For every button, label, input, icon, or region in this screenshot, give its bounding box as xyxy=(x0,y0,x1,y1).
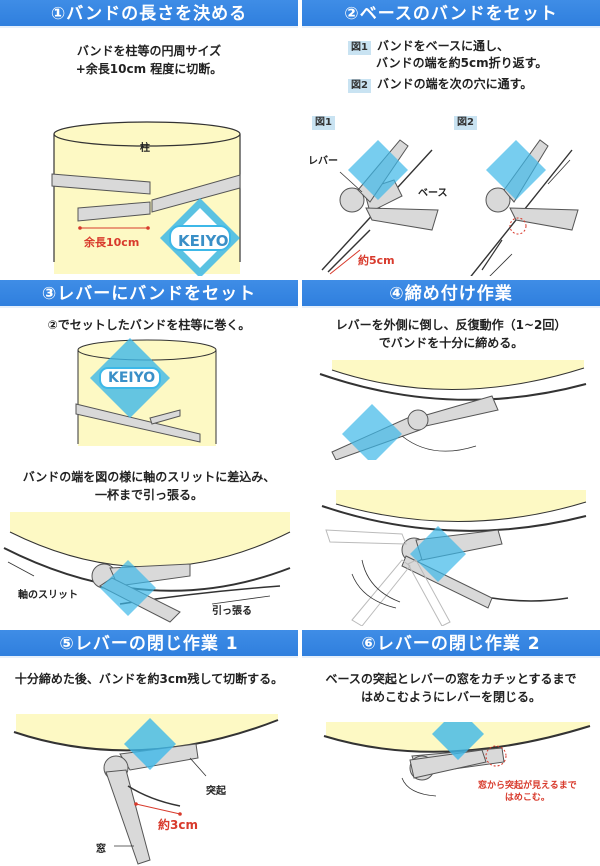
figure-1-tag: 図1 xyxy=(312,116,335,130)
step-2-instructions: 図1 バンドをベースに通し、 バンドの端を約5cm折り返す。 図2 バンドの端を次の… xyxy=(348,38,547,93)
step-4-desc-line-1: レバーを外側に倒し、反復動作（1~2回） xyxy=(335,318,567,332)
step-6-description: ベースの突起とレバーの窓をカチッとするまで はめこむようにレバーを閉じる。 xyxy=(302,670,600,706)
step-4-panel: ④締め付け作業 レバーを外側に倒し、反復動作（1~2回） でバンドを十分に締める… xyxy=(302,280,600,626)
fig1-tag: 図1 xyxy=(348,41,371,55)
fig2-line-1: バンドの端を次の穴に通す。 xyxy=(376,77,533,91)
pull-label: 引っ張る xyxy=(212,606,252,617)
step-3-desc2-line-1: バンドの端を図の様に軸のスリットに差込み、 xyxy=(22,470,276,484)
pillar-wrap-illustration xyxy=(75,338,217,446)
step-5-title: ⑤レバーの閉じ作業 1 xyxy=(0,630,298,658)
step-3-title: ③レバーにバンドをセット xyxy=(0,280,298,308)
lever-label: レバー xyxy=(308,156,338,167)
fold-length-label: 約5cm xyxy=(358,254,395,267)
lever-close-illustration-1 xyxy=(13,714,279,865)
step-4-title: ④締め付け作業 xyxy=(302,280,600,308)
pillar-label: 柱 xyxy=(140,143,150,154)
step-1-desc-line-2: +余長10cm 程度に切断。 xyxy=(75,62,223,76)
keiyo-logo-text: KEIYO xyxy=(178,232,229,250)
slit-label: 軸のスリット xyxy=(18,590,78,601)
step-2-panel: ②ベースのバンドをセット 図1 バンドをベースに通し、 バンドの端を約5cm折り返… xyxy=(302,0,600,276)
step-6-note-line-1: 窓から突起が見えるまで xyxy=(478,781,577,791)
step-6-note-line-2: はめこむ。 xyxy=(504,793,550,803)
step-1-desc-line-1: バンドを柱等の円周サイズ xyxy=(76,44,222,58)
step-6-note: 窓から突起が見えるまで はめこむ。 xyxy=(478,780,577,804)
step-5-desc-line-1: 十分締めた後、バンドを約3cm残して切断する。 xyxy=(14,672,284,686)
slit-insert-illustration xyxy=(3,512,291,623)
fig1-line-2: バンドの端を約5cm折り返す。 xyxy=(376,56,548,70)
extra-length-label: 余長10cm xyxy=(84,236,140,249)
step-6-panel: ⑥レバーの閉じ作業 2 ベースの突起とレバーの窓をカチッとするまで はめこむよう… xyxy=(302,630,600,866)
pillar-band-illustration xyxy=(51,121,241,276)
step-3-desc2-line-2: 一杯まで引っ張る。 xyxy=(94,488,203,502)
keiyo-logo-text-3: KEIYO xyxy=(108,370,156,386)
step-6-title: ⑥レバーの閉じ作業 2 xyxy=(302,630,600,658)
fig1-line-1: バンドをベースに通し、 xyxy=(376,39,509,53)
instruction-fig2: 図2 バンドの端を次の穴に通す。 xyxy=(348,76,547,93)
step-6-desc-line-2: はめこむようにレバーを閉じる。 xyxy=(360,690,541,704)
base-label: ベース xyxy=(418,188,448,199)
tighten-illustration-2 xyxy=(321,490,587,626)
step-4-desc-line-2: でバンドを十分に締める。 xyxy=(378,336,524,350)
fig2-tag: 図2 xyxy=(348,79,371,93)
step-6-desc-line-1: ベースの突起とレバーの窓をカチッとするまで xyxy=(325,672,577,686)
step-1-title: ①バンドの長さを決める xyxy=(0,0,298,28)
cut-length-label: 約3cm xyxy=(158,818,198,832)
step-5-panel: ⑤レバーの閉じ作業 1 十分締めた後、バンドを約3cm残して切断する。 突起 約… xyxy=(0,630,298,866)
step-1-description: バンドを柱等の円周サイズ +余長10cm 程度に切断。 xyxy=(0,42,298,78)
figure-2-tag: 図2 xyxy=(454,116,477,130)
window-label: 窓 xyxy=(96,844,106,855)
tighten-illustration-1 xyxy=(319,360,587,460)
step-4-description: レバーを外側に倒し、反復動作（1~2回） でバンドを十分に締める。 xyxy=(302,316,600,352)
lever-close-illustration-2 xyxy=(323,722,591,797)
keiyo-watermark-1 xyxy=(160,198,240,276)
step-5-description: 十分締めた後、バンドを約3cm残して切断する。 xyxy=(0,670,298,688)
base-band-illustration xyxy=(321,139,579,276)
step-3-description-2: バンドの端を図の様に軸のスリットに差込み、 一杯まで引っ張る。 xyxy=(0,468,298,504)
step-1-panel: ①バンドの長さを決める バンドを柱等の円周サイズ +余長10cm 程度に切断。 … xyxy=(0,0,298,276)
step-2-title: ②ベースのバンドをセット xyxy=(302,0,600,28)
step-3-panel: ③レバーにバンドをセット ②でセットしたバンドを柱等に巻く。 KEIYO バンド… xyxy=(0,280,298,626)
step-3-desc-line-1: ②でセットしたバンドを柱等に巻く。 xyxy=(47,318,251,332)
step-3-description: ②でセットしたバンドを柱等に巻く。 xyxy=(0,316,298,334)
protrusion-label: 突起 xyxy=(206,786,226,797)
instruction-fig1: 図1 バンドをベースに通し、 xyxy=(348,38,547,55)
